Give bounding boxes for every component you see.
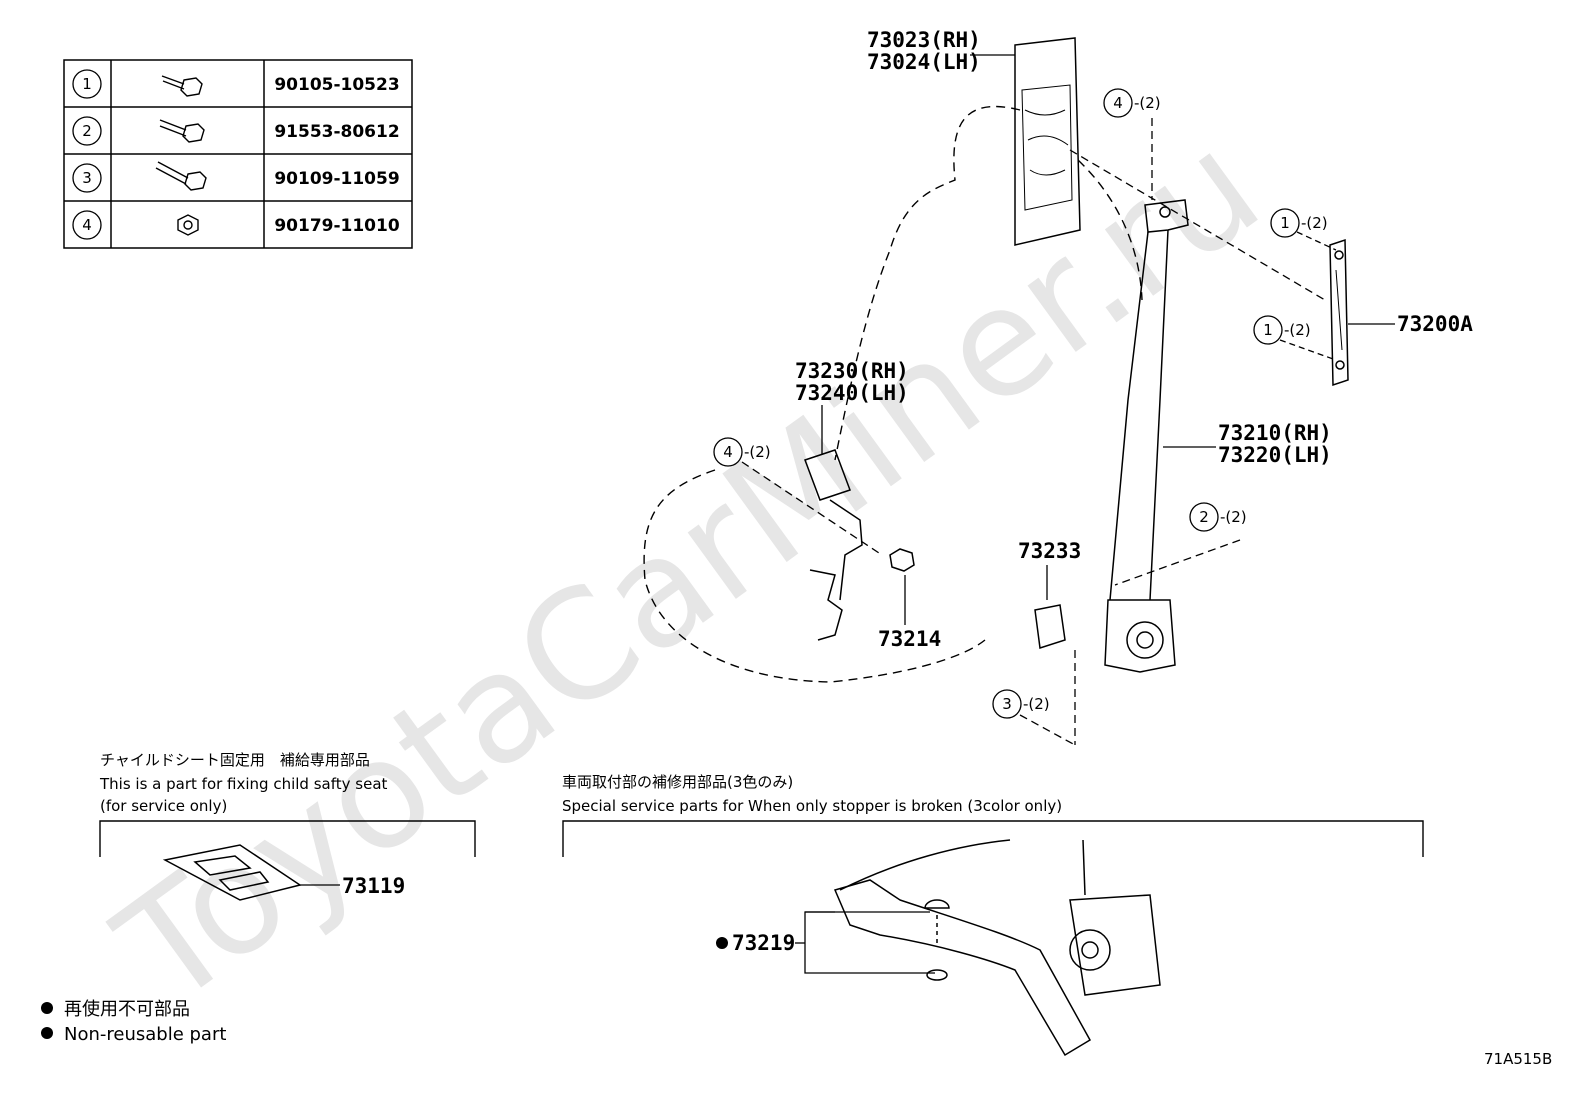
svg-text:4: 4 [723, 443, 733, 461]
callout-4-left: 4 -(2) [713, 437, 883, 556]
label-73219-group: 73219 [716, 911, 935, 974]
row-number: 1 [82, 75, 92, 93]
svg-text:2: 2 [1199, 508, 1209, 526]
row-number: 3 [82, 169, 92, 187]
nut-73214 [889, 548, 915, 572]
svg-text:-(2): -(2) [1220, 508, 1247, 526]
part-number: 90109-11059 [274, 169, 399, 189]
fastener-table [63, 59, 413, 249]
label-73214: 73214 [878, 627, 941, 651]
stopper-bracket [562, 820, 1424, 857]
stopper-jp: 車両取付部の補修用部品(3色のみ) [562, 773, 793, 791]
svg-text:-(2): -(2) [1301, 214, 1328, 232]
non-reusable-dot-icon [41, 1027, 53, 1039]
non-reusable-dot-icon [41, 1002, 53, 1014]
child-seat-jp: チャイルドシート固定用 補給専用部品 [100, 751, 370, 769]
label-73210: 73210(RH) [1218, 421, 1332, 445]
child-seat-en2: (for service only) [100, 797, 227, 815]
label-73219: 73219 [732, 931, 795, 955]
svg-text:-(2): -(2) [1284, 321, 1311, 339]
row-number: 2 [82, 122, 92, 140]
child-seat-en1: This is a part for fixing child safty se… [99, 775, 388, 793]
part-number: 91553-80612 [274, 122, 399, 142]
label-73024: 73024(LH) [867, 50, 981, 74]
nut-icon [177, 214, 199, 236]
watermark-text: ToyotaCarMiner.ru [88, 100, 1290, 1040]
bolt-icon [159, 119, 205, 143]
part-number: 90105-10523 [274, 75, 399, 95]
callout-1-a: 1 -(2) [1270, 208, 1337, 251]
label-73240: 73240(LH) [795, 381, 909, 405]
fastener-row-3: 3 90109-11059 [72, 161, 400, 193]
stopper-en: Special service parts for When only stop… [562, 797, 1062, 815]
non-reusable-dot-icon [716, 937, 728, 949]
bolt-icon [161, 75, 203, 97]
bolt-icon [155, 161, 207, 191]
label-73220: 73220(LH) [1218, 443, 1332, 467]
callout-1-b: 1 -(2) [1253, 315, 1337, 361]
fastener-row-1: 1 90105-10523 [72, 69, 400, 99]
legend-jp: 再使用不可部品 [64, 999, 190, 1020]
callout-3: 3 -(2) [992, 650, 1076, 746]
svg-text:-(2): -(2) [1134, 94, 1161, 112]
stopper-service-illustration [833, 839, 1161, 1057]
label-73023: 73023(RH) [867, 28, 981, 52]
part-number: 90179-11010 [274, 216, 400, 236]
label-73200A: 73200A [1397, 312, 1473, 336]
diagram-code: 71A515B [1484, 1050, 1552, 1068]
legend: 再使用不可部品 Non-reusable part [41, 999, 226, 1045]
stopper-part [1034, 604, 1066, 649]
legend-en: Non-reusable part [64, 1024, 226, 1045]
row-number: 4 [82, 216, 92, 234]
svg-text:-(2): -(2) [1023, 695, 1050, 713]
svg-text:1: 1 [1263, 321, 1273, 339]
seat-outline [643, 105, 1143, 683]
fastener-row-2: 2 91553-80612 [72, 116, 400, 146]
svg-text:4: 4 [1113, 94, 1123, 112]
pillar-garnish [1014, 37, 1081, 246]
child-seat-bracket [99, 820, 476, 857]
inner-buckle-assembly [804, 449, 863, 641]
svg-text:1: 1 [1280, 214, 1290, 232]
fastener-row-4: 4 90179-11010 [72, 210, 400, 240]
callout-4-top: 4 -(2) [1103, 88, 1161, 200]
callout-2: 2 -(2) [1114, 502, 1247, 586]
outer-belt-assembly [1104, 199, 1189, 673]
label-73233: 73233 [1018, 539, 1081, 563]
label-73230: 73230(RH) [795, 359, 909, 383]
height-adjuster [1329, 238, 1349, 387]
svg-text:-(2): -(2) [744, 443, 771, 461]
svg-text:3: 3 [1002, 695, 1012, 713]
label-73119: 73119 [342, 874, 405, 898]
